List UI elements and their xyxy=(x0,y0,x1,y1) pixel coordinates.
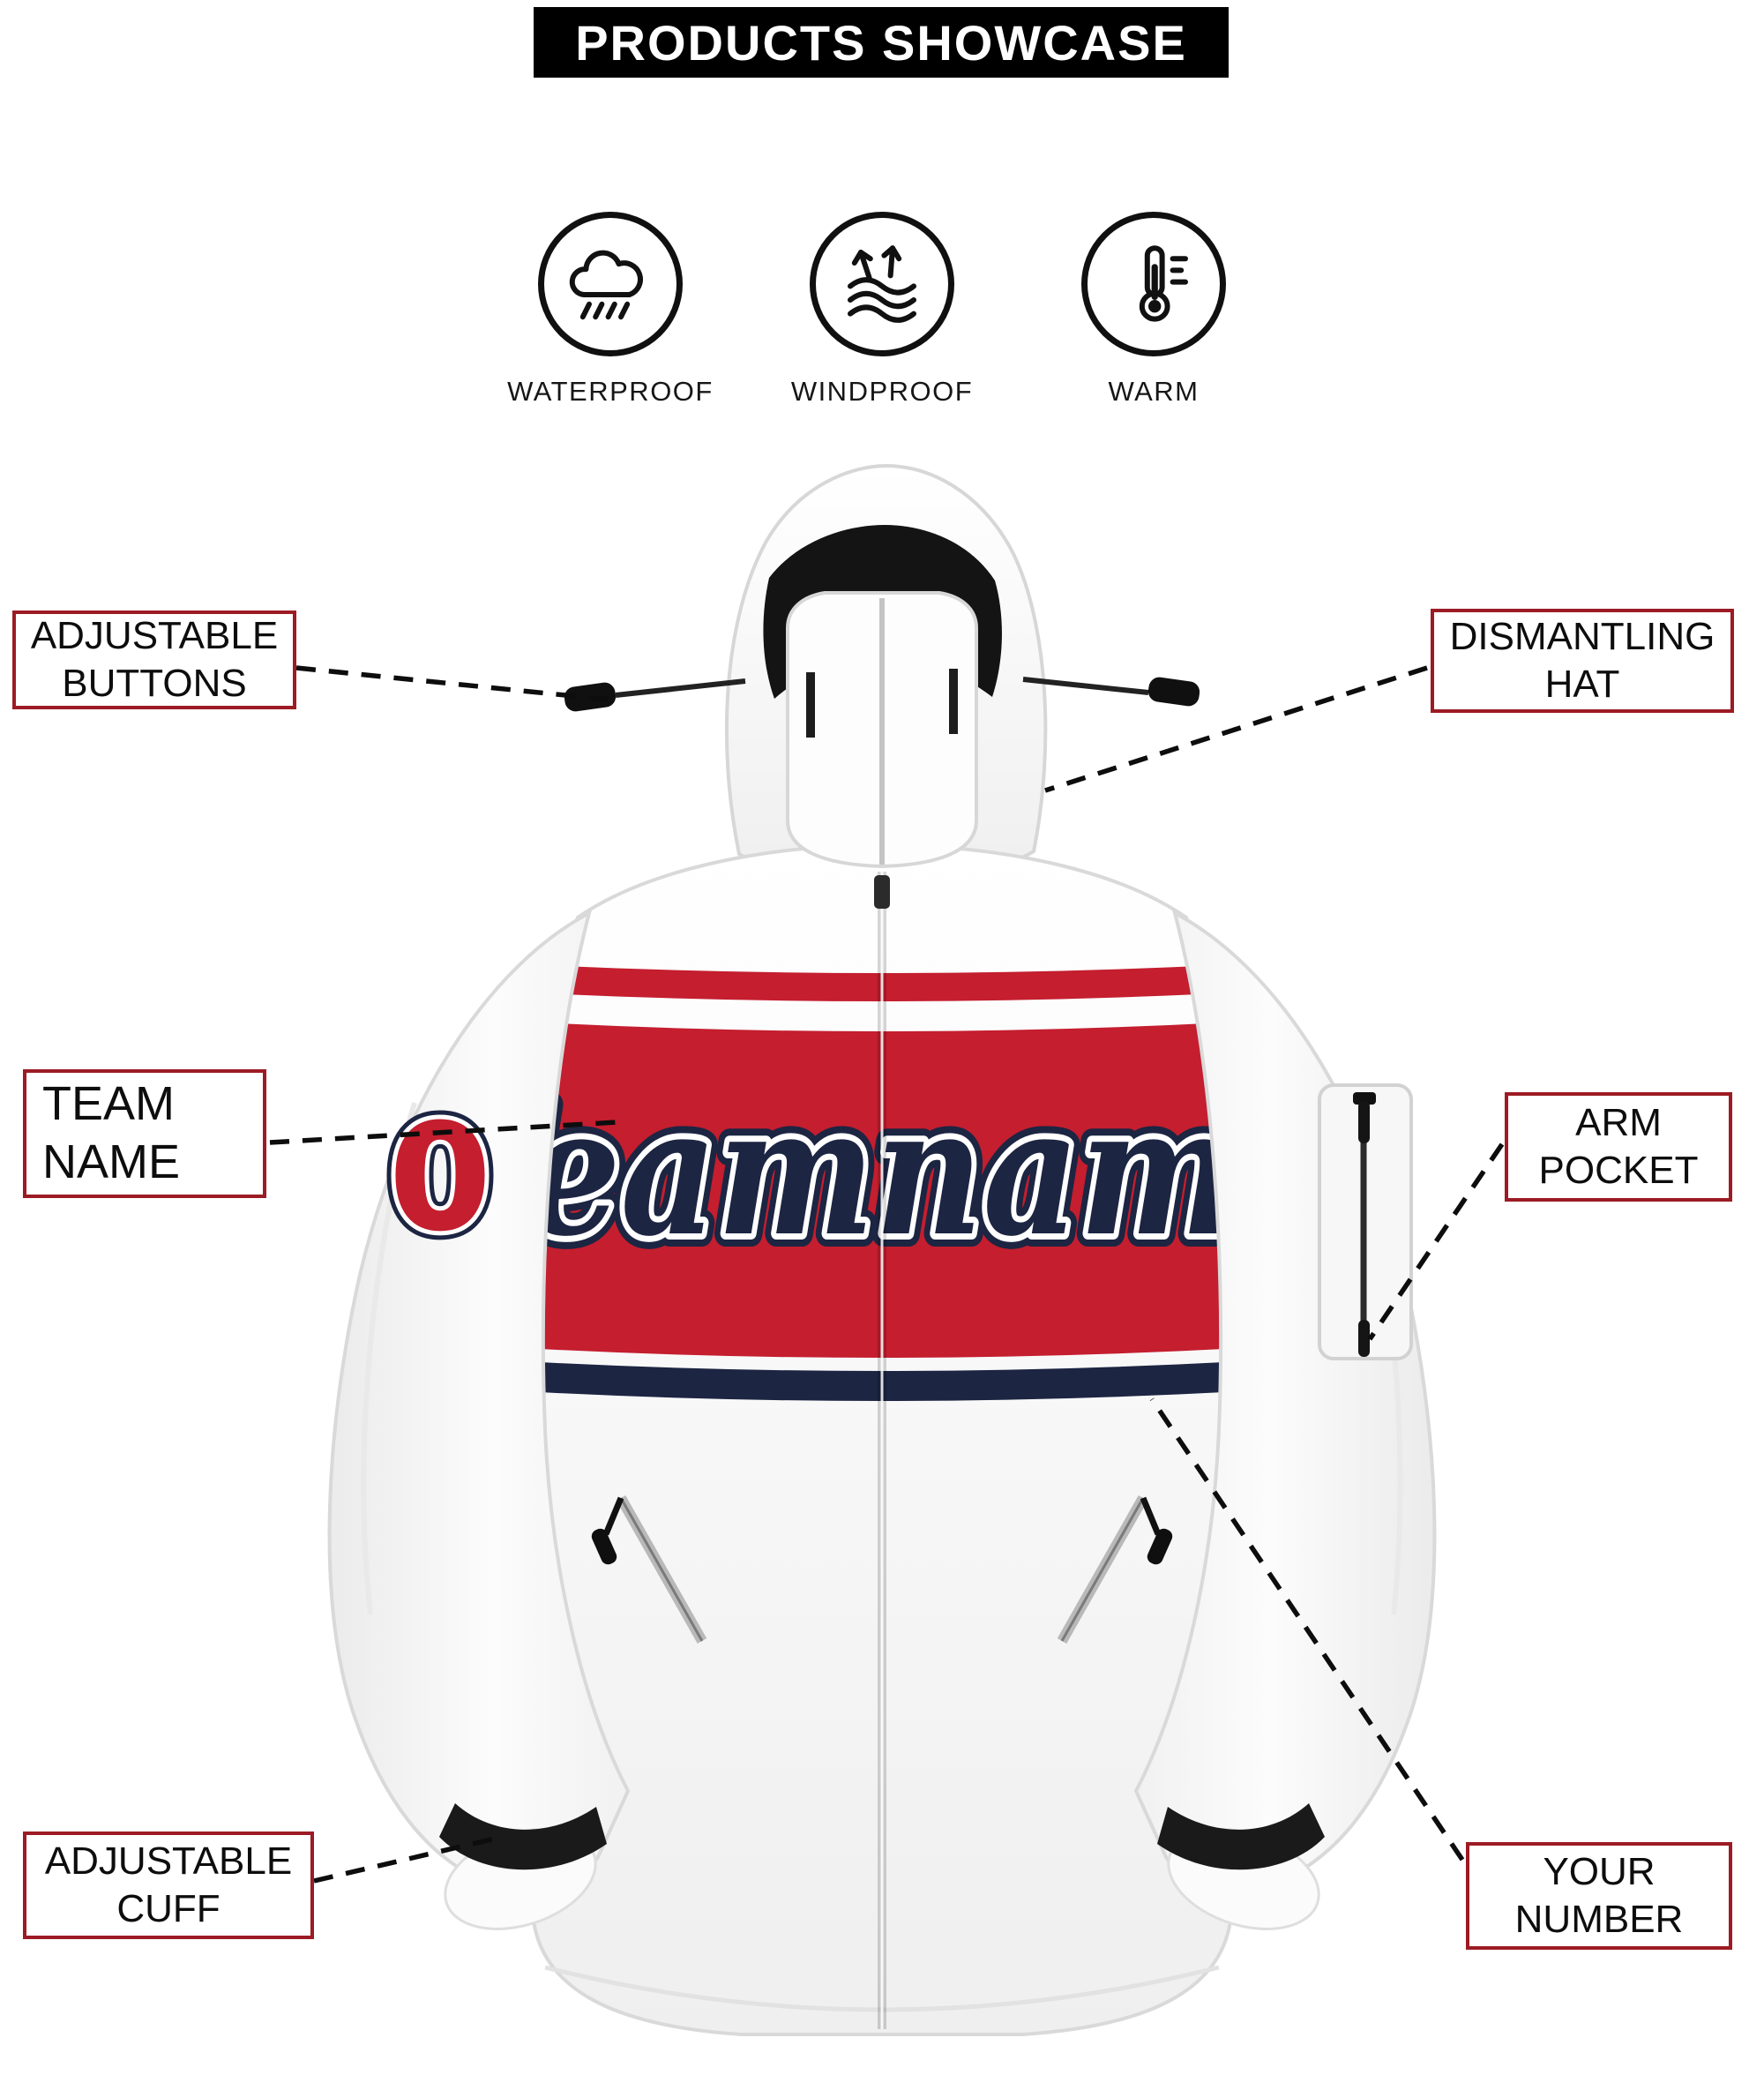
callout-line-adjustable-buttons xyxy=(295,665,609,702)
warm-icon xyxy=(1081,212,1226,356)
feature-label-waterproof: WATERPROOF xyxy=(507,376,714,407)
feature-warm: WARM xyxy=(1052,212,1255,408)
callout-your-number: YOUR NUMBER xyxy=(1466,1842,1732,1950)
right-cuff xyxy=(1157,1803,1325,1930)
callout-arm-pocket: ARM POCKET xyxy=(1505,1092,1732,1202)
callout-dismantling-hat-line1: DISMANTLING xyxy=(1449,615,1715,659)
callout-dismantling-hat-line2: HAT xyxy=(1544,663,1620,706)
callout-adjustable-buttons-line2: BUTTONS xyxy=(62,662,247,705)
left-hand-pocket xyxy=(591,1495,707,1644)
left-cuff xyxy=(439,1803,607,1930)
sleeve-number-outer: 0 xyxy=(390,1093,491,1262)
callout-line-dismantling-hat xyxy=(1044,665,1428,793)
banner-title: PRODUCTS SHOWCASE xyxy=(575,14,1187,71)
callout-team-name-line2: NAME xyxy=(42,1135,181,1188)
right-hand-pocket xyxy=(1057,1495,1173,1644)
callout-line-team-name xyxy=(269,1120,618,1145)
callout-adjustable-cuff-line1: ADJUSTABLE xyxy=(44,1839,293,1884)
feature-row: WATERPROOF WINDPROOF xyxy=(0,212,1764,408)
left-sleeve-fold xyxy=(361,1102,417,1615)
feature-windproof: WINDPROOF xyxy=(781,212,983,408)
callout-dismantling-hat: DISMANTLING HAT xyxy=(1431,609,1734,713)
collar-snap-left xyxy=(806,672,815,738)
zipper-pull xyxy=(874,875,890,909)
callout-lines xyxy=(269,665,1505,1884)
callout-team-name-line1: TEAM xyxy=(42,1077,176,1131)
sleeve-number: 0 0 0 xyxy=(380,1083,501,1272)
callout-line-arm-pocket xyxy=(1367,1142,1505,1341)
windproof-icon xyxy=(810,212,954,356)
feature-label-windproof: WINDPROOF xyxy=(790,376,974,407)
callout-adjustable-cuff-line2: CUFF xyxy=(116,1887,220,1930)
callout-your-number-line1: YOUR xyxy=(1543,1850,1656,1894)
waterproof-icon xyxy=(538,212,683,356)
feature-waterproof: WATERPROOF xyxy=(507,212,714,408)
callout-arm-pocket-line1: ARM xyxy=(1575,1101,1662,1145)
callout-line-your-number xyxy=(1149,1397,1465,1862)
feature-label-warm: WARM xyxy=(1108,376,1200,407)
arm-pocket-detail xyxy=(1318,1083,1413,1360)
callout-your-number-line2: NUMBER xyxy=(1514,1898,1684,1941)
sleeve-number-text: 0 xyxy=(390,1093,491,1262)
collar-snap-right xyxy=(949,669,958,734)
right-hood-toggle xyxy=(1022,677,1200,707)
callout-arm-pocket-line2: POCKET xyxy=(1538,1149,1699,1192)
sleeve-number-white-ring: 0 xyxy=(390,1093,491,1262)
callout-adjustable-buttons-line1: ADJUSTABLE xyxy=(30,614,279,658)
left-sleeve xyxy=(327,910,631,1899)
showcase-banner: PRODUCTS SHOWCASE xyxy=(534,7,1229,78)
callout-team-name: TEAM NAME xyxy=(23,1069,266,1198)
callout-adjustable-cuff: ADJUSTABLE CUFF xyxy=(23,1832,314,1939)
callout-adjustable-buttons: ADJUSTABLE BUTTONS xyxy=(12,611,296,709)
